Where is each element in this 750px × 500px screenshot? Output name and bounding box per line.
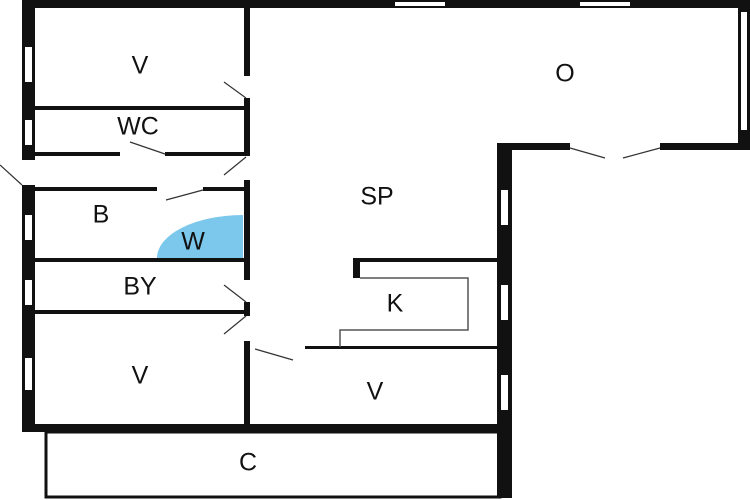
room-label-w: W <box>181 228 205 256</box>
room-labels: V O WC SP B W BY K V V C <box>93 52 575 477</box>
room-label-c: C <box>239 449 257 477</box>
room-label-v-bottom-left: V <box>132 362 149 390</box>
room-label-v-bottom-right: V <box>367 378 384 406</box>
kitchen-counter <box>339 277 469 347</box>
room-label-b: B <box>93 201 110 229</box>
room-label-by: BY <box>123 273 157 301</box>
room-label-sp: SP <box>360 183 393 211</box>
storage-c-outline <box>44 430 502 499</box>
door-swings <box>0 81 661 361</box>
windows-and-door-openings <box>20 2 747 410</box>
washer-icon <box>157 215 243 258</box>
room-label-k: K <box>387 290 404 318</box>
room-label-o: O <box>555 60 574 88</box>
room-label-v-top: V <box>132 52 149 80</box>
room-label-wc: WC <box>117 113 159 141</box>
